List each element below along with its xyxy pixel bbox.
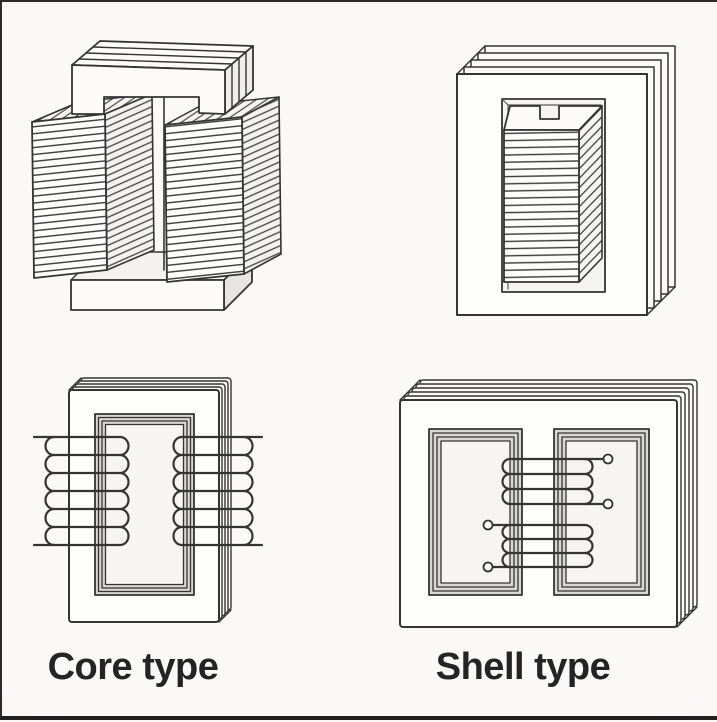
core-type-lamination-stack xyxy=(31,40,282,311)
core-type-label: Core type xyxy=(47,646,219,688)
shell-type-lamination-stack xyxy=(456,45,676,316)
terminal-dot xyxy=(482,561,494,573)
shell-type-label: Shell type xyxy=(435,646,611,688)
core-type-winding xyxy=(32,377,264,623)
terminal-dot xyxy=(602,453,614,465)
terminal-dot xyxy=(482,519,494,531)
terminal-dot xyxy=(602,498,614,510)
shell-type-winding xyxy=(399,379,698,628)
